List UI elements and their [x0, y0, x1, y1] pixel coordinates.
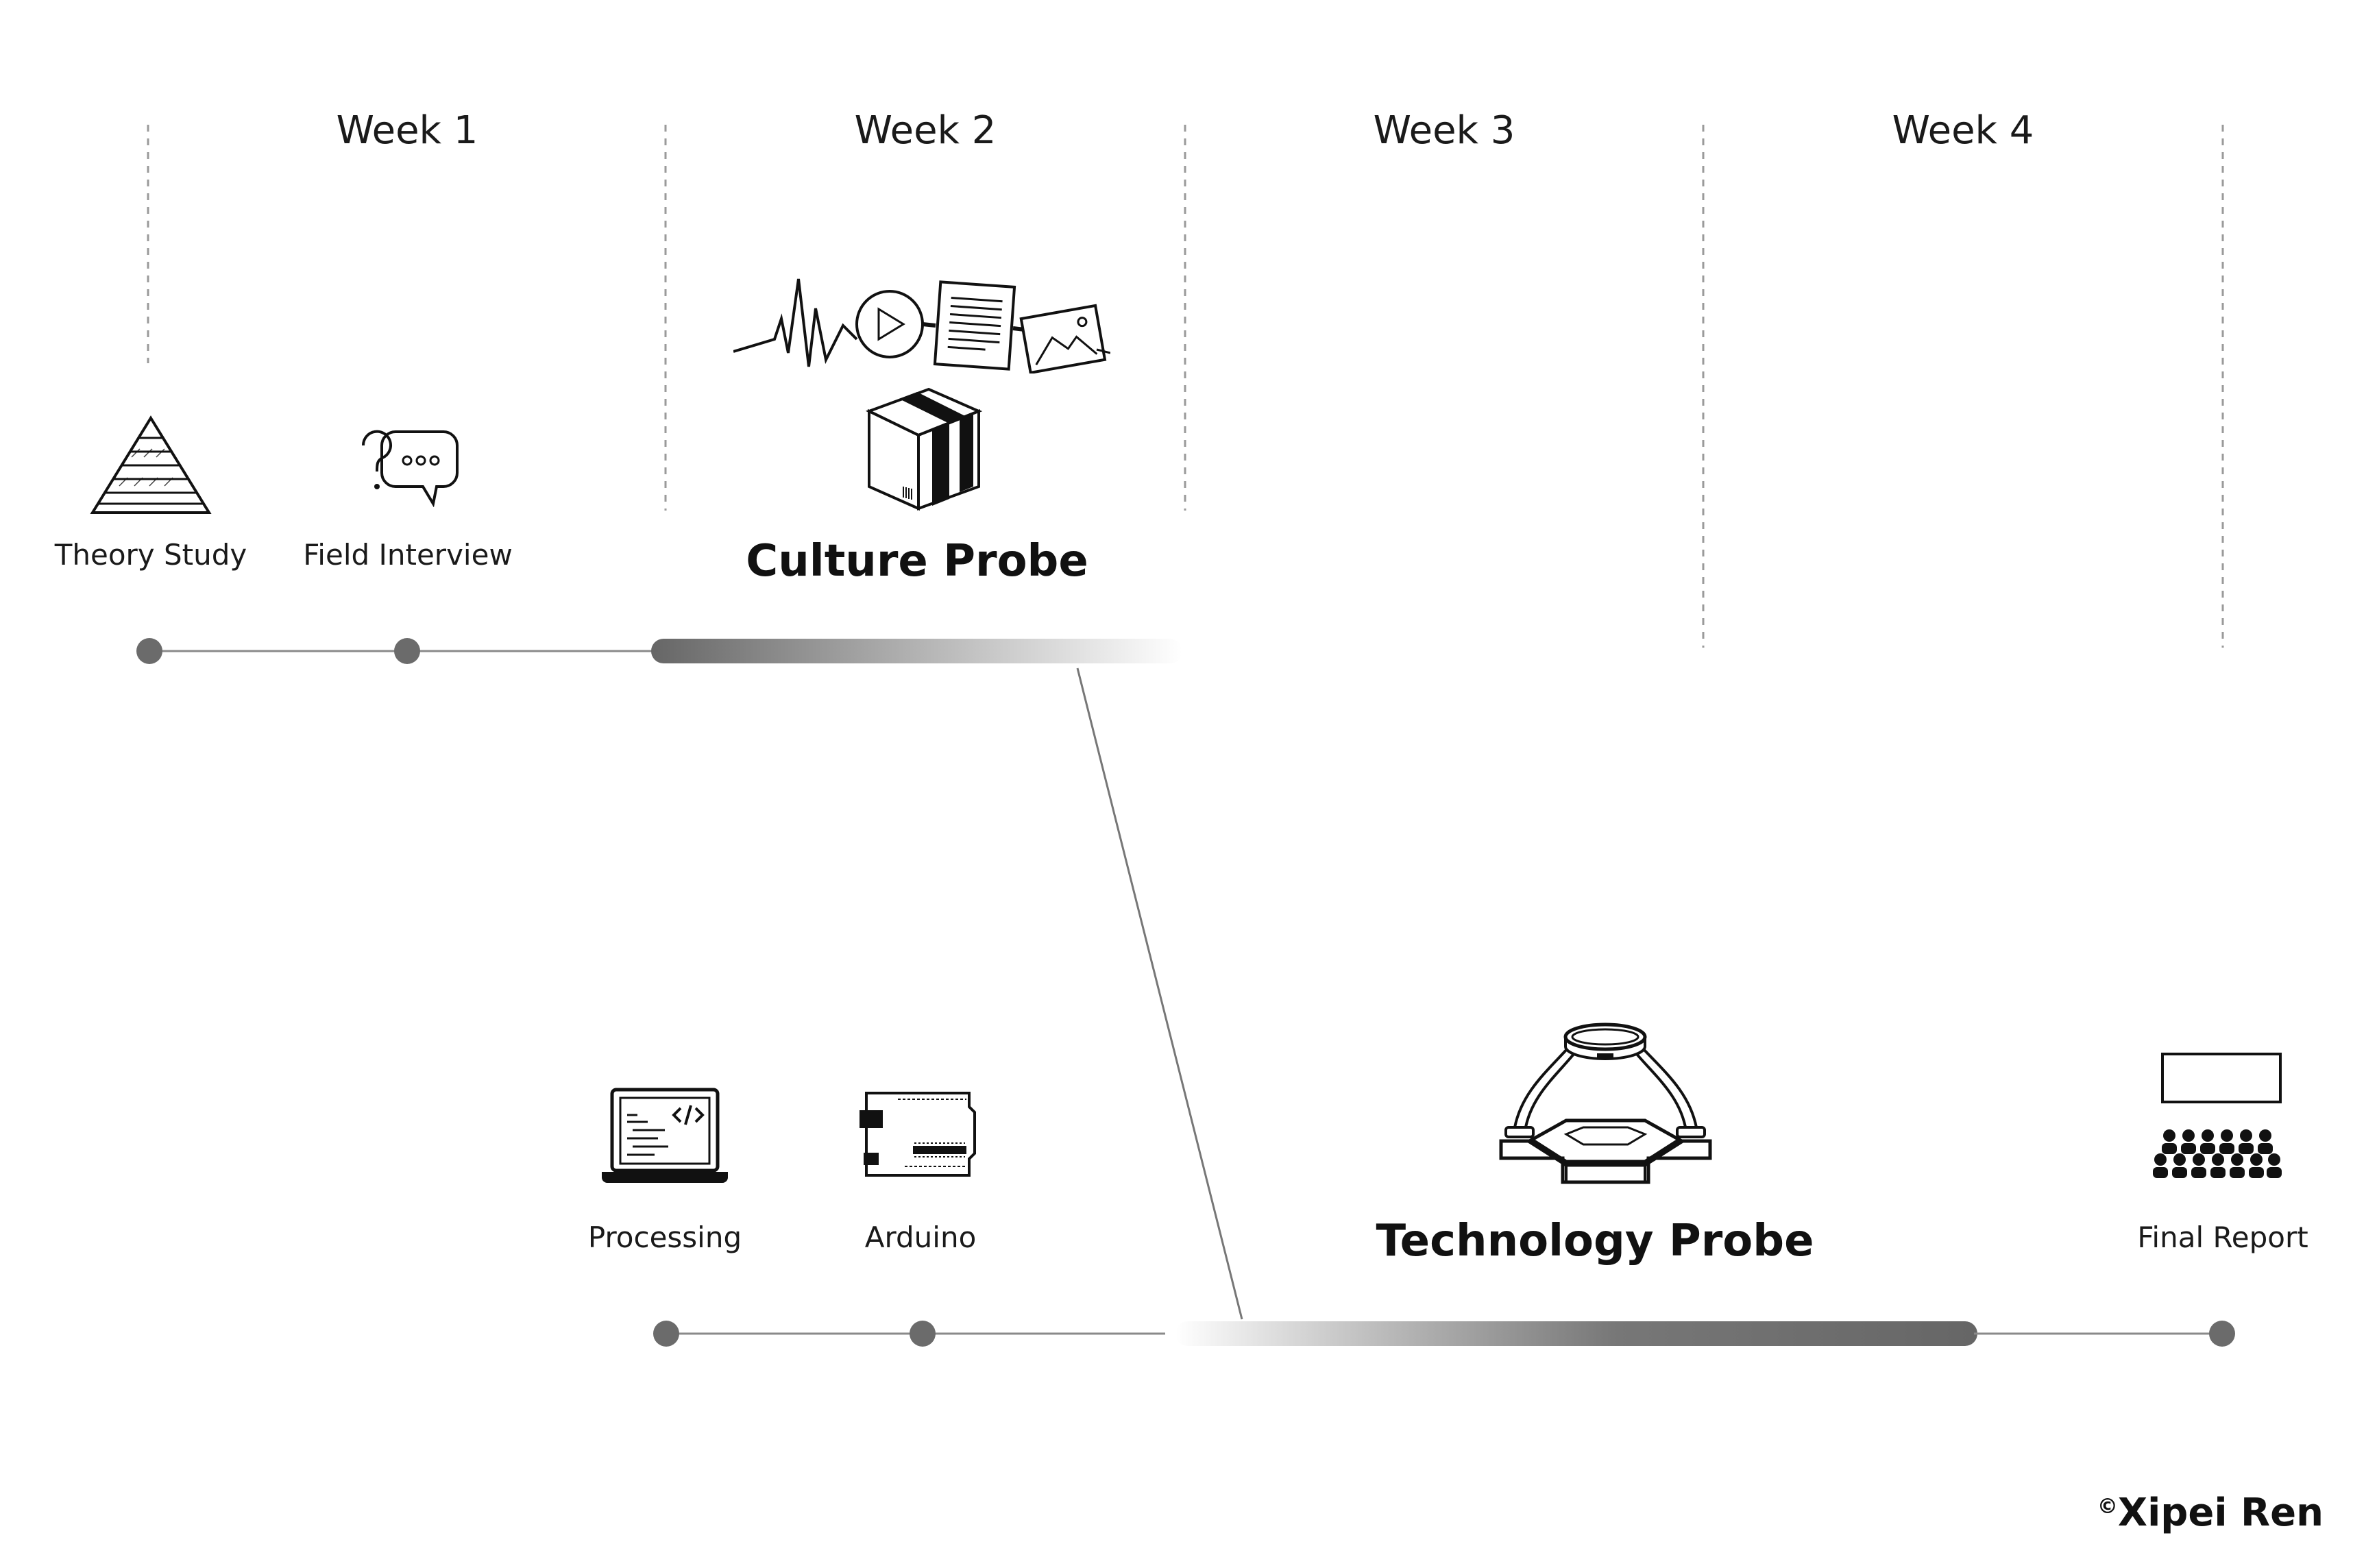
document-scroll-icon [933, 280, 1016, 371]
copyright-credit: ©Xipei Ren [2077, 1491, 2324, 1535]
week-3-label: Week 3 [1373, 108, 1515, 153]
culture-probe-bar [651, 639, 1182, 663]
theory-study-dot [136, 638, 162, 664]
final-report-dot [2209, 1321, 2235, 1347]
processing-label: Processing [587, 1221, 742, 1254]
audience-person [2230, 1153, 2245, 1178]
author-name: Xipei Ren [2117, 1491, 2324, 1535]
copyright-symbol: © [2097, 1495, 2118, 1519]
sound-wave-icon [733, 278, 858, 367]
audience-person [2210, 1153, 2226, 1178]
field-interview-label: Field Interview [303, 538, 513, 572]
audience-person [2181, 1129, 2196, 1154]
speech-bubble-question-icon [361, 430, 459, 507]
arduino-label: Arduino [864, 1221, 977, 1254]
technology-probe-bar [1175, 1321, 1977, 1346]
week-separators [147, 125, 2224, 648]
audience-person [2200, 1129, 2215, 1154]
arduino-board-icon [859, 1092, 976, 1177]
phase-connector-line [1076, 667, 1243, 1320]
image-icon [1019, 304, 1107, 373]
culture-probe-media-icons [733, 278, 1110, 373]
culture-probe-label: Culture Probe [746, 536, 1088, 587]
play-icon [855, 290, 924, 358]
technology-probe-label: Technology Probe [1376, 1216, 1814, 1266]
theory-study-label: Theory Study [54, 538, 247, 572]
audience-person [2249, 1153, 2264, 1178]
arduino-dot [910, 1321, 936, 1347]
audience-person [2219, 1129, 2234, 1154]
field-interview-dot [394, 638, 420, 664]
audience-person [2191, 1153, 2206, 1178]
laptop-code-icon [602, 1088, 728, 1183]
package-box-icon [865, 387, 983, 511]
processing-dot [653, 1321, 679, 1347]
device-prototype-icon [1499, 1022, 1712, 1184]
final-report-label: Final Report [2137, 1221, 2308, 1254]
week-2-label: Week 2 [854, 108, 997, 153]
audience-person [2172, 1153, 2187, 1178]
pyramid-icon [90, 415, 212, 514]
audience-person [2267, 1153, 2282, 1178]
audience-person [2153, 1153, 2168, 1178]
audience-person [2162, 1129, 2177, 1154]
audience-person [2258, 1129, 2273, 1154]
week-4-label: Week 4 [1892, 108, 2034, 153]
audience-person [2239, 1129, 2254, 1154]
presentation-audience-icon [2153, 1053, 2282, 1178]
week-1-label: Week 1 [336, 108, 478, 153]
